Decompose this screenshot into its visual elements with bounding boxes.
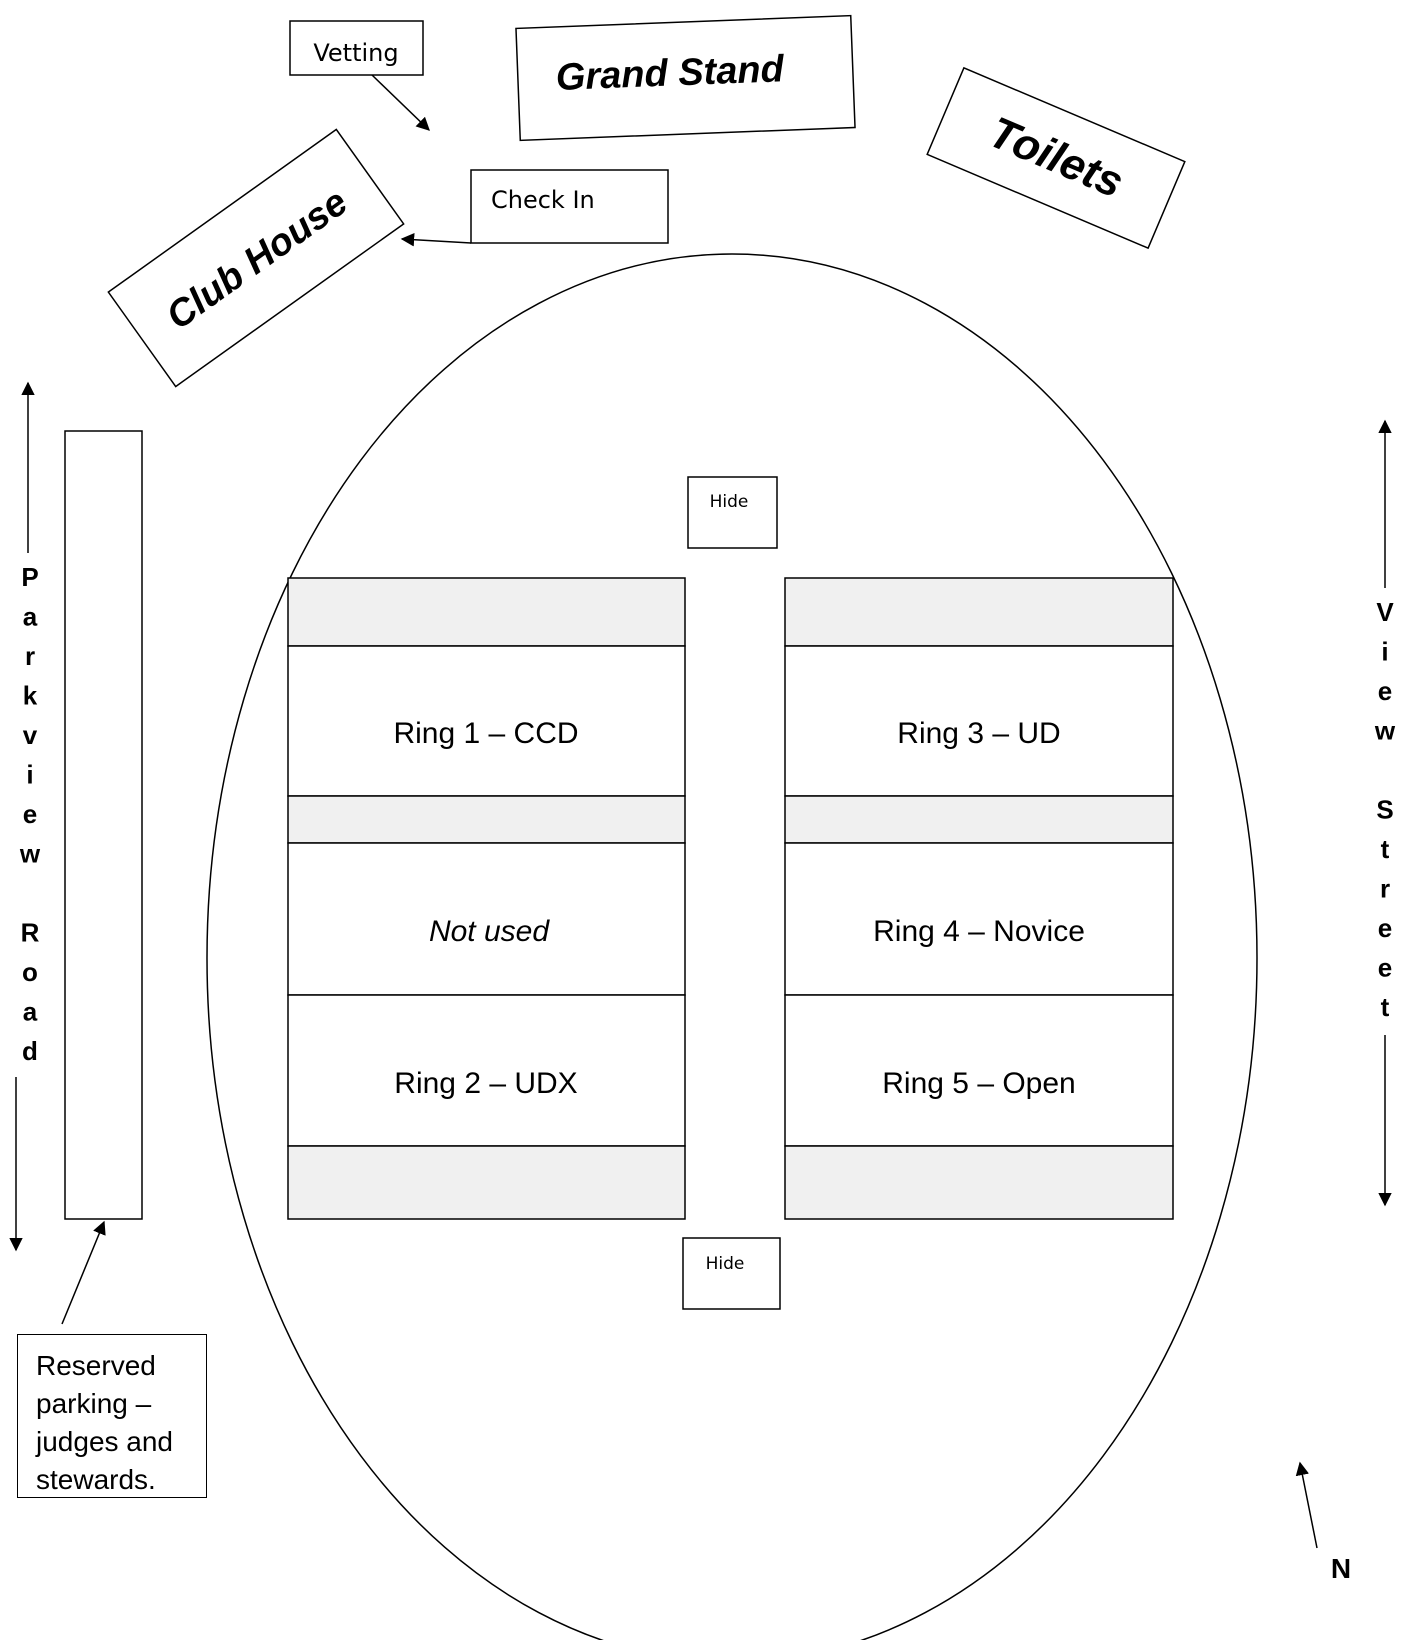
vetting-box: Vetting <box>289 20 424 76</box>
hide-bottom-label: Hide <box>706 1254 745 1274</box>
ring-1-area <box>287 645 686 797</box>
right-road-letter: e <box>1378 913 1392 943</box>
reserved-parking-text: Reserved parking – judges and stewards. <box>36 1350 174 1495</box>
not-used-label: Not used <box>429 915 550 948</box>
grand-stand-box: Grand Stand <box>515 14 856 142</box>
left-road-letter: o <box>22 957 38 987</box>
left-road-letter: i <box>26 760 33 790</box>
left-road-letter: e <box>23 799 37 829</box>
hide-top-box: Hide <box>687 476 778 549</box>
grand-stand-label: Grand Stand <box>555 48 785 99</box>
right-road-letter: S <box>1376 795 1393 825</box>
north-label: N <box>1331 1553 1351 1584</box>
left-road-letter: v <box>23 720 38 750</box>
toilets-box: Toilets <box>926 66 1186 250</box>
ring-4-label: Ring 4 – Novice <box>873 915 1085 948</box>
left-road-letter: d <box>22 1036 38 1066</box>
hide-bottom-box: Hide <box>682 1237 781 1310</box>
field-oval <box>206 253 1258 1640</box>
parking-arrow <box>61 1220 106 1325</box>
ring-4-area <box>784 842 1174 996</box>
not-used-area <box>287 842 686 996</box>
right-road-letter: t <box>1381 834 1390 864</box>
vetting-label: Vetting <box>313 39 398 67</box>
vetting-arrow <box>371 74 430 131</box>
check-in-label: Check In <box>491 186 595 214</box>
left-road-letter: a <box>23 602 38 632</box>
right-road-letter: V <box>1376 597 1394 627</box>
left-road-letter: a <box>23 997 38 1027</box>
ring-5-area <box>784 994 1174 1147</box>
reserved-parking-note: Reserved parking – judges and stewards. <box>17 1334 207 1498</box>
stripe <box>287 577 686 647</box>
stripe <box>784 1145 1174 1220</box>
ring-3-label: Ring 3 – UD <box>897 717 1060 750</box>
north-arrow <box>1295 1461 1318 1549</box>
club-house-box: Club House <box>107 128 405 388</box>
right-road-letter: e <box>1378 953 1392 983</box>
left-road-letter: r <box>25 641 35 671</box>
right-road-letter: e <box>1378 676 1392 706</box>
stripe <box>784 577 1174 647</box>
ring-block-left: Ring 1 – CCD Not used Ring 2 – UDX <box>287 577 686 1220</box>
right-road-letter: r <box>1380 874 1390 904</box>
right-road-letter: i <box>1381 637 1388 667</box>
stripe <box>287 795 686 844</box>
reserved-parking-strip <box>64 430 143 1220</box>
stripe <box>287 1145 686 1220</box>
ring-2-area <box>287 994 686 1147</box>
right-road-letter: w <box>1374 716 1396 746</box>
ring-block-right: Ring 3 – UD Ring 4 – Novice Ring 5 – Ope… <box>784 577 1174 1220</box>
ring-2-label: Ring 2 – UDX <box>394 1067 577 1100</box>
check-in-box: Check In <box>470 169 669 244</box>
right-road-letter: t <box>1381 992 1390 1022</box>
left-road-letter: P <box>21 562 38 592</box>
stripe <box>784 795 1174 844</box>
left-road-letter: R <box>21 918 40 948</box>
left-road-letter: k <box>23 681 38 711</box>
ring-1-label: Ring 1 – CCD <box>393 717 578 750</box>
left-road-letter: w <box>19 839 41 869</box>
hide-top-label: Hide <box>710 492 749 512</box>
ring-5-label: Ring 5 – Open <box>882 1067 1075 1100</box>
check-in-arrow <box>400 232 472 247</box>
